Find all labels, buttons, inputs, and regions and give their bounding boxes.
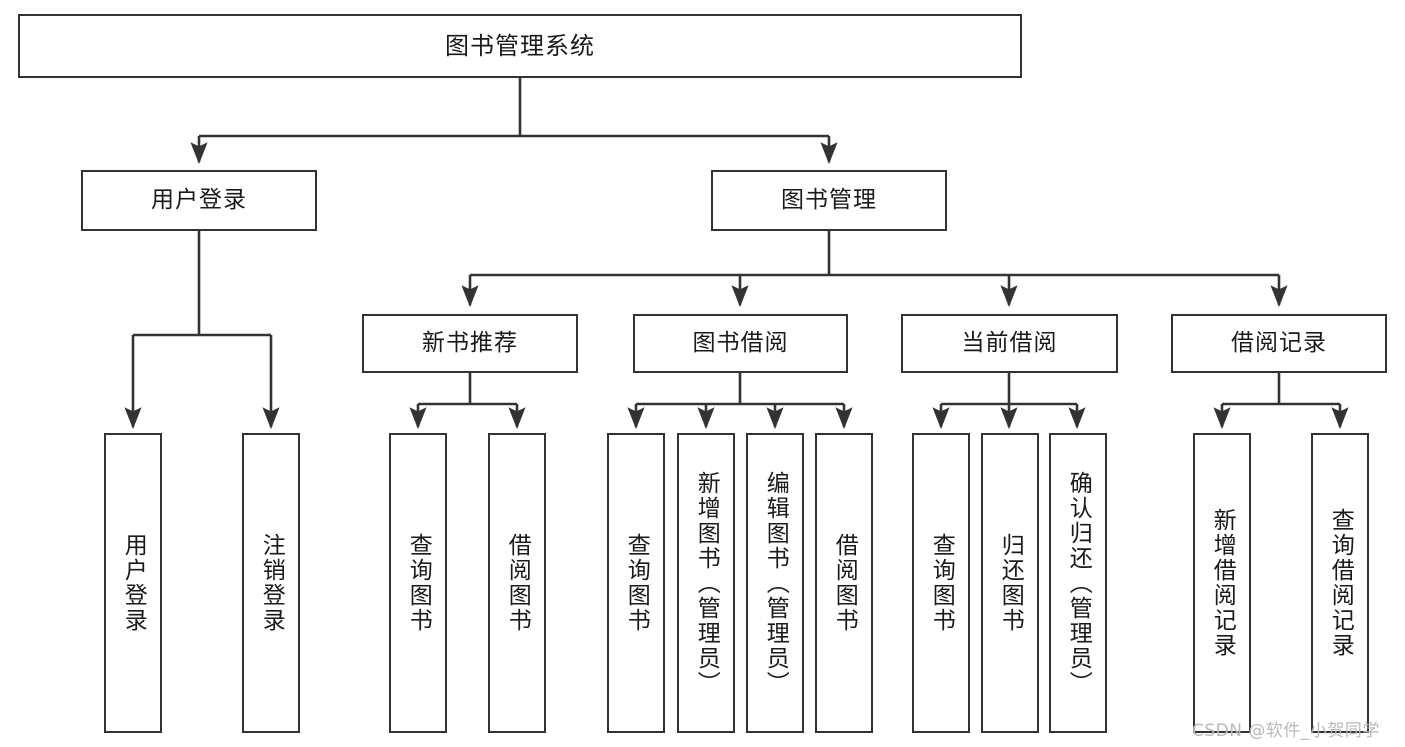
node-leaf-borrow-book-1[interactable]: 借阅图书 <box>488 433 546 733</box>
node-label: 图书借阅 <box>692 329 789 356</box>
node-leaf-borrow-book-2[interactable]: 借阅图书 <box>815 433 873 733</box>
node-leaf-user-login[interactable]: 用户登录 <box>104 433 162 733</box>
node-current-borrow[interactable]: 当前借阅 <box>901 314 1118 373</box>
node-new-book-recommend[interactable]: 新书推荐 <box>362 314 578 373</box>
node-book-borrow[interactable]: 图书借阅 <box>633 314 848 373</box>
node-book-manage[interactable]: 图书管理 <box>711 170 947 231</box>
node-label: 查询图书 <box>928 533 955 633</box>
node-label: 借阅图书 <box>831 533 858 633</box>
node-label: 查询借阅记录 <box>1327 508 1354 658</box>
node-leaf-return-book[interactable]: 归还图书 <box>981 433 1039 733</box>
csdn-watermark: CSDN @软件_小贺同学 <box>1192 721 1380 741</box>
node-root-system[interactable]: 图书管理系统 <box>18 14 1022 78</box>
node-leaf-add-record[interactable]: 新增借阅记录 <box>1193 433 1251 733</box>
node-label: 新书推荐 <box>422 329 518 356</box>
node-leaf-query-book-1[interactable]: 查询图书 <box>389 433 447 733</box>
node-label: 注销登录 <box>258 533 285 633</box>
node-leaf-add-book[interactable]: 新增图书（管理员） <box>677 433 735 733</box>
node-leaf-query-book-2[interactable]: 查询图书 <box>607 433 665 733</box>
node-leaf-edit-book[interactable]: 编辑图书（管理员） <box>746 433 804 733</box>
node-label: 查询图书 <box>405 533 432 633</box>
node-label: 当前借阅 <box>961 329 1058 356</box>
node-label: 借阅记录 <box>1231 329 1327 356</box>
node-leaf-query-record[interactable]: 查询借阅记录 <box>1311 433 1369 733</box>
node-label: 编辑图书（管理员） <box>762 470 789 696</box>
node-borrow-record[interactable]: 借阅记录 <box>1171 314 1387 373</box>
node-label: 归还图书 <box>997 533 1024 633</box>
node-label: 用户登录 <box>120 533 147 633</box>
node-label: 借阅图书 <box>504 533 531 633</box>
node-leaf-query-book-3[interactable]: 查询图书 <box>912 433 970 733</box>
node-label: 确认归还（管理员） <box>1065 470 1092 696</box>
node-leaf-confirm-return[interactable]: 确认归还（管理员） <box>1049 433 1107 733</box>
node-leaf-logout-login[interactable]: 注销登录 <box>242 433 300 733</box>
node-label: 图书管理 <box>781 186 877 213</box>
node-user-login[interactable]: 用户登录 <box>81 170 317 231</box>
node-label: 新增图书（管理员） <box>693 470 720 696</box>
node-label: 查询图书 <box>623 533 650 633</box>
node-label: 用户登录 <box>151 186 247 213</box>
node-label: 图书管理系统 <box>445 31 595 60</box>
node-label: 新增借阅记录 <box>1209 508 1236 658</box>
